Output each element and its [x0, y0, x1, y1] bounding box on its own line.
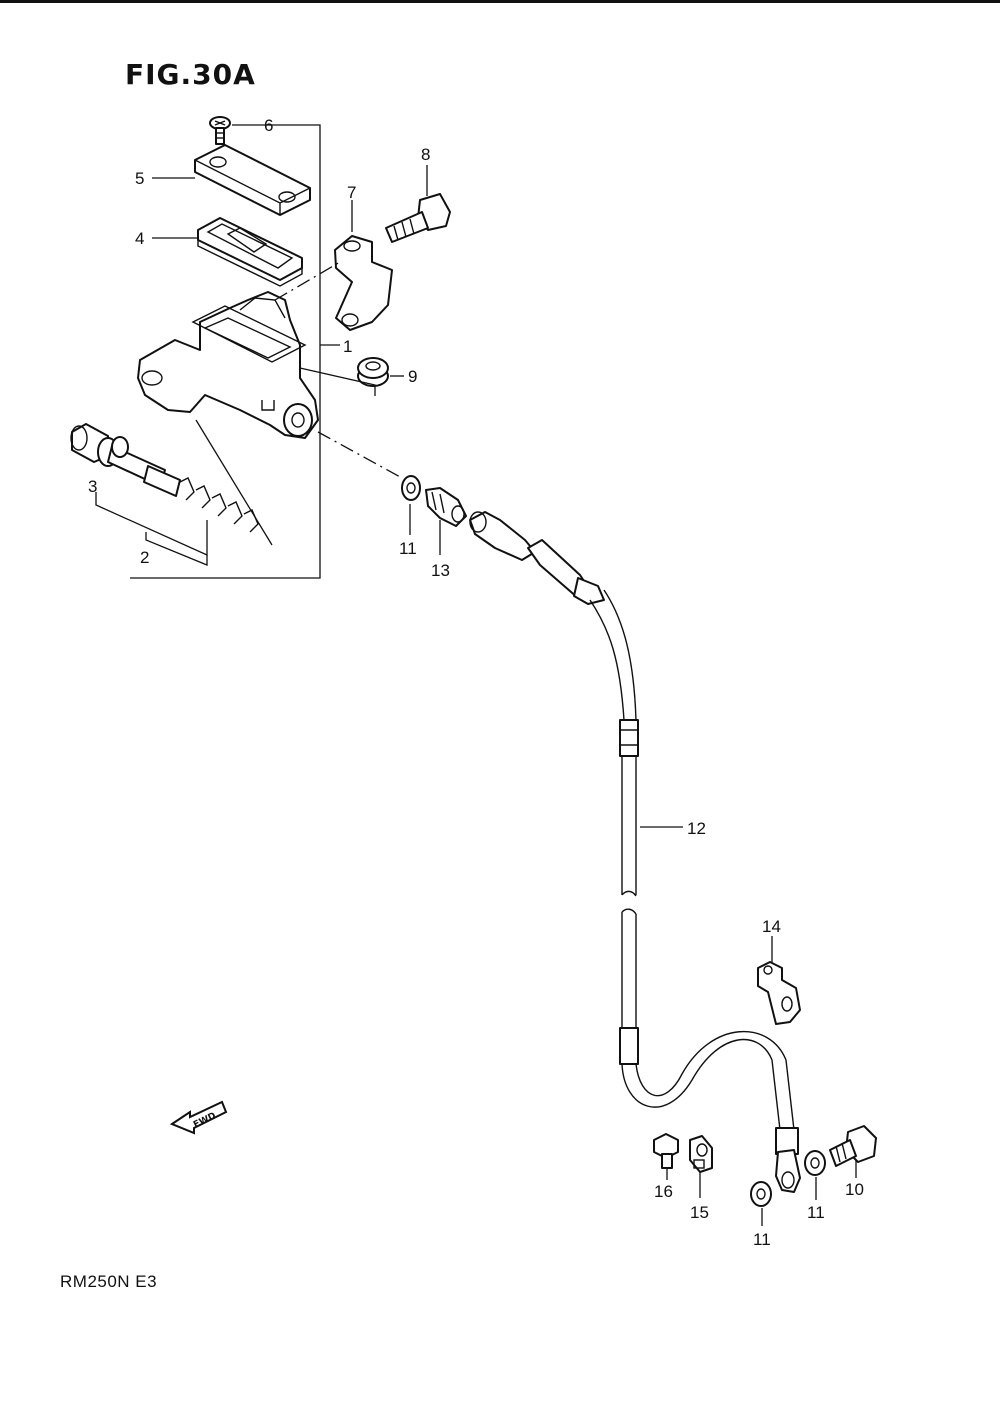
callout-2: 2	[140, 548, 149, 567]
callout-11-lower-right: 11	[807, 1203, 825, 1222]
leader-2	[145, 532, 208, 566]
part-3-cup-seal[interactable]	[111, 436, 129, 458]
part-7-clamp[interactable]	[334, 235, 393, 331]
part-2-piston-kit[interactable]	[70, 419, 273, 546]
callout-9: 9	[408, 367, 417, 386]
callout-8: 8	[421, 145, 430, 164]
part-11-washer-lower-right[interactable]	[804, 1150, 826, 1176]
part-8-clamp-bolt[interactable]	[385, 193, 451, 243]
callout-7: 7	[347, 183, 356, 202]
part-6-screw[interactable]	[209, 116, 231, 145]
part-9-grommet[interactable]	[357, 357, 389, 387]
callout-6: 6	[264, 116, 273, 135]
figure-title: FIG.30A	[125, 58, 256, 91]
part-15-clamp[interactable]	[689, 1135, 713, 1173]
callout-5: 5	[135, 169, 144, 188]
clamp-guide-line	[274, 261, 341, 301]
callout-11-lower-left: 11	[753, 1230, 771, 1249]
assembly-bracket	[130, 124, 321, 579]
callout-15: 15	[690, 1203, 709, 1222]
part-14-hose-guide[interactable]	[757, 961, 801, 1025]
callout-10: 10	[845, 1180, 864, 1199]
part-11-washer-upper[interactable]	[401, 475, 421, 501]
callout-3: 3	[88, 477, 97, 496]
part-10-union-bolt[interactable]	[829, 1125, 877, 1167]
part-16-bolt[interactable]	[653, 1133, 679, 1169]
callout-1: 1	[343, 337, 352, 356]
page-top-border	[0, 0, 1000, 3]
part-1-master-cylinder[interactable]	[137, 291, 319, 439]
hose-guide-line	[317, 431, 403, 479]
part-4-diaphragm[interactable]	[197, 217, 303, 287]
leader-9-target	[299, 367, 376, 396]
callout-13: 13	[431, 561, 450, 580]
part-5-reservoir-cap[interactable]	[194, 144, 311, 216]
fwd-arrow-badge: FWD	[169, 1100, 228, 1135]
callout-11-upper: 11	[399, 539, 417, 558]
callout-4: 4	[135, 229, 144, 248]
part-12-brake-hose[interactable]	[469, 511, 801, 1193]
model-code: RM250N E3	[60, 1272, 158, 1291]
part-13-union-fitting[interactable]	[425, 487, 467, 527]
leader-3	[95, 492, 208, 557]
callout-16: 16	[654, 1182, 673, 1201]
callout-14: 14	[762, 917, 781, 936]
callout-12: 12	[687, 819, 706, 838]
part-11-washer-lower-left[interactable]	[750, 1181, 772, 1207]
